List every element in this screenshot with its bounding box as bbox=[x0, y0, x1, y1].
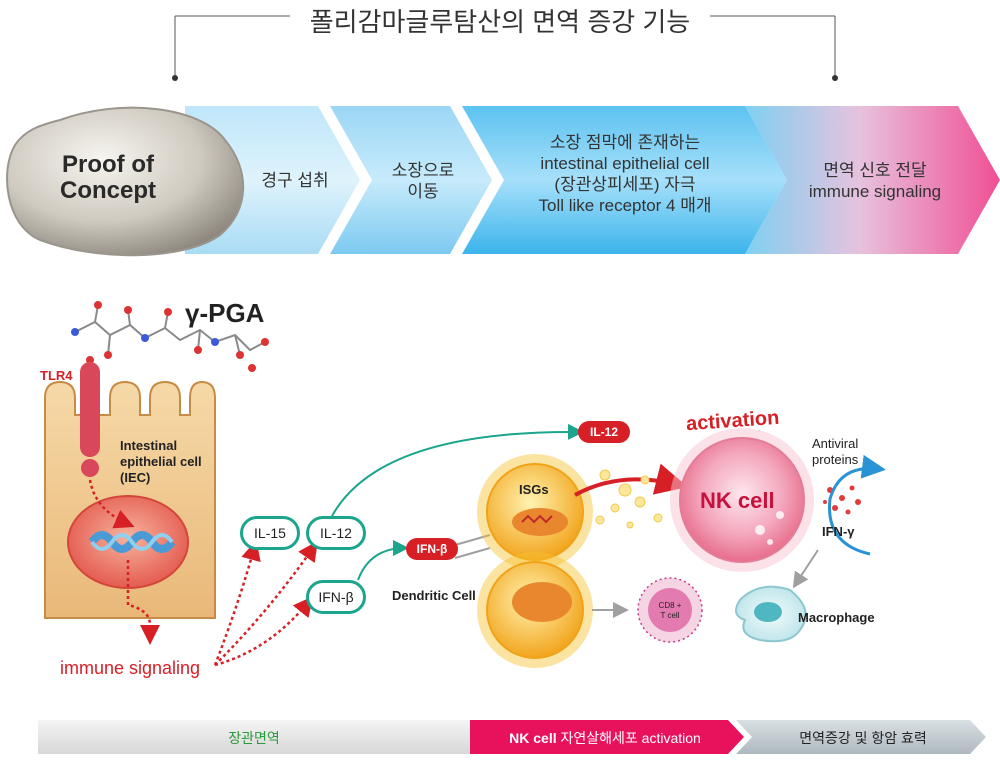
dendritic-cell-top bbox=[477, 454, 593, 570]
bottom-nk-bold: NK cell bbox=[509, 730, 557, 746]
step-small-intestine: 소장으로 이동 bbox=[391, 161, 455, 201]
il12-badge-left: IL-12 bbox=[306, 516, 366, 550]
il12-badge-red: IL-12 bbox=[578, 421, 630, 443]
page-title: 폴리감마글루탐산의 면역 증강 기능 bbox=[0, 2, 1000, 39]
gamma-pga-molecule bbox=[74, 304, 266, 356]
ifnb-badge-red: IFN-β bbox=[406, 538, 458, 560]
granules bbox=[595, 469, 663, 529]
isgs-label: ISGs bbox=[519, 482, 549, 497]
flow-banner bbox=[6, 106, 1000, 257]
ifn-gamma-label: IFN-γ bbox=[822, 524, 855, 539]
nk-cell-label: NK cell bbox=[700, 488, 775, 513]
tlr4-receptor bbox=[80, 362, 100, 457]
il15-badge: IL-15 bbox=[240, 516, 300, 550]
dendritic-cell-bottom bbox=[477, 552, 593, 668]
macrophage-label: Macrophage bbox=[798, 610, 875, 625]
bottom-bar bbox=[38, 720, 986, 754]
gamma-pga-label: γ-PGA bbox=[185, 298, 265, 328]
nk-cell-graphic bbox=[670, 428, 814, 572]
molecule-atoms bbox=[71, 301, 269, 372]
step-oral-intake: 경구 섭취 bbox=[261, 171, 329, 190]
step-iec-stimulation: 소장 점막에 존재하는 intestinal epithelial cell (… bbox=[538, 133, 712, 215]
tlr4-knob bbox=[81, 459, 99, 477]
bottom-intestinal-immunity: 장관면역 bbox=[228, 730, 280, 746]
page-title-text: 폴리감마글루탐산의 면역 증강 기능 bbox=[295, 7, 705, 37]
title-bracket bbox=[172, 15, 838, 81]
antiviral-proteins-label: Antiviral proteins bbox=[812, 436, 859, 467]
dendritic-cell-label: Dendritic Cell bbox=[392, 588, 476, 603]
cd8-t-cell-graphic bbox=[637, 577, 703, 643]
bottom-immune-anticancer: 면역증강 및 항암 효력 bbox=[799, 730, 927, 746]
step-immune-signaling: 면역 신호 전달 immune signaling bbox=[808, 161, 942, 201]
immune-signaling-label: immune signaling bbox=[60, 658, 201, 678]
bottom-nk-activation: NK cell 자연살해세포 activation bbox=[470, 728, 740, 748]
mechanism-diagram bbox=[44, 301, 886, 668]
bottom-nk-rest: 자연살해세포 activation bbox=[556, 730, 701, 746]
iec-label: Intestinal epithelial cell (IEC) bbox=[120, 438, 202, 485]
ifnb-badge-left: IFN-β bbox=[306, 580, 366, 614]
tlr4-label: TLR4 bbox=[40, 368, 73, 383]
cd8-t-cell-label: CD8 + T cell bbox=[658, 601, 682, 620]
proof-of-concept-label: Proof of Concept bbox=[60, 151, 156, 204]
